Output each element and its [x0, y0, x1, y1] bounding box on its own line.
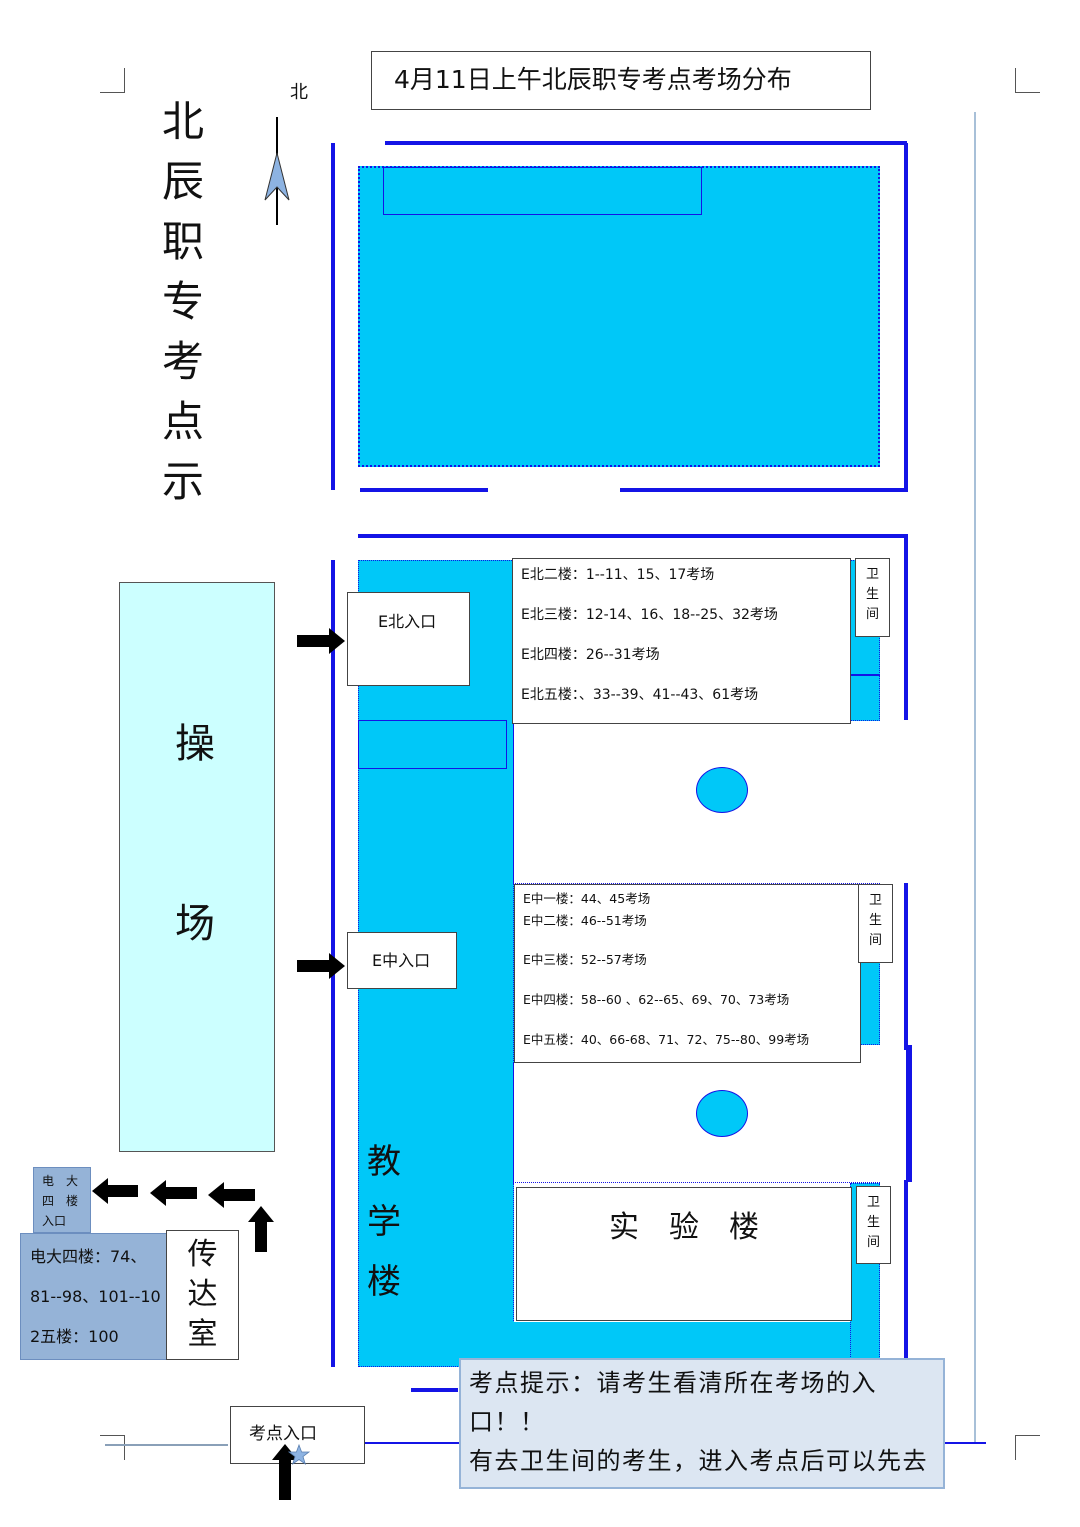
star-icon [288, 1444, 310, 1466]
teaching-building-label: 教 学 楼 [362, 1132, 406, 1312]
divider [850, 674, 880, 676]
label-char: 间 [866, 1235, 880, 1250]
wall [904, 883, 908, 1050]
side-title-char: 北 [161, 97, 204, 146]
label-line: 四 楼 [42, 1194, 79, 1208]
wall [331, 143, 335, 490]
label-line: 入口 [42, 1214, 67, 1228]
playground: 操 场 [119, 582, 275, 1152]
side-title-char: 职 [161, 217, 204, 266]
label-char: 操 [175, 721, 215, 767]
side-title: 北 辰 职 专 考 点 示 [158, 92, 208, 512]
floor-item: E北三楼：12-14、16、18--25、32考场 [521, 607, 778, 623]
restroom-lab: 卫生间 [856, 1186, 891, 1264]
label-line: 81--98、101--10 [30, 1287, 161, 1306]
restroom-north: 卫生间 [855, 558, 890, 637]
divider [513, 1062, 515, 1184]
page-title: 4月11日上午北辰职专考点考场分布 [371, 51, 871, 110]
wall [385, 141, 907, 145]
arrow-up-icon [248, 1206, 274, 1252]
wall [360, 488, 488, 492]
wall [411, 1388, 458, 1392]
boundary-line [974, 112, 976, 1442]
label-char: 卫 [866, 1195, 880, 1210]
arrow-right-icon [297, 628, 345, 654]
wall [620, 488, 908, 492]
label-char: 场 [175, 901, 215, 947]
e-middle-floor-list: E中一楼：44、45考场 E中二楼：46--51考场 E中三楼：52--57考场… [514, 884, 861, 1063]
floor-item: E北五楼：、33--39、41--43、61考场 [521, 687, 759, 703]
side-title-char: 辰 [161, 157, 204, 206]
label-char: 卫 [868, 893, 882, 908]
wall [358, 534, 908, 538]
label-char: 室 [187, 1317, 218, 1352]
floor-item: E中一楼：44、45考场 [523, 891, 651, 906]
crop-mark [1015, 1435, 1040, 1460]
restroom-middle: 卫生间 [858, 884, 893, 963]
e-middle-entrance: E中入口 [347, 932, 457, 989]
hint-box: 考点提示：请考生看清所在考场的入口！！ 有去卫生间的考生，进入考点后可以先去 [459, 1358, 945, 1489]
side-title-char: 示 [161, 457, 204, 506]
north-building-area [358, 166, 880, 467]
boundary-line [105, 1444, 228, 1446]
divider [513, 883, 880, 885]
side-title-char: 点 [161, 397, 204, 446]
north-arrow-icon [264, 117, 290, 225]
side-title-char: 考 [161, 337, 204, 386]
lab-building: 实 验 楼 [516, 1187, 852, 1321]
floor-item: E中五楼：40、66-68、71、72、75--80、99考场 [523, 1032, 810, 1047]
arrow-left-icon [208, 1182, 255, 1208]
floor-item: E中三楼：52--57考场 [523, 952, 647, 967]
dianda-entrance: 电 大 四 楼 入口 [33, 1167, 91, 1233]
crop-mark [100, 68, 125, 93]
label-char: 卫 [865, 567, 879, 582]
roundabout [696, 767, 748, 813]
floor-item: E中二楼：46--51考场 [523, 913, 647, 928]
label-char: 教 [367, 1142, 401, 1182]
label-char: 学 [367, 1202, 401, 1242]
label-char: 生 [868, 913, 882, 928]
arrow-left-icon [92, 1178, 138, 1204]
label-char: 楼 [367, 1262, 401, 1302]
roundabout [696, 1090, 748, 1137]
wall [904, 1180, 908, 1366]
label-char: 传 [187, 1237, 218, 1272]
label-line: 2五楼：100 [30, 1327, 119, 1346]
north-label: 北 [290, 82, 308, 103]
wall [904, 536, 908, 720]
side-title-char: 专 [161, 277, 204, 326]
crop-mark [1015, 68, 1040, 93]
crop-mark [100, 1435, 125, 1460]
wall [944, 1442, 986, 1444]
label-line: 电大四楼：74、 [30, 1247, 147, 1266]
floor-item: E北四楼：26--31考场 [521, 647, 660, 663]
label-char: 达 [187, 1277, 218, 1312]
arrow-up-icon [272, 1444, 298, 1500]
floor-item: E北二楼：1--11、15、17考场 [521, 567, 715, 583]
label-char: 间 [868, 933, 882, 948]
e-north-entrance: E北入口 [347, 592, 470, 686]
arrow-right-icon [297, 953, 345, 979]
wall [906, 1045, 912, 1182]
guard-room: 传 达 室 [166, 1230, 239, 1360]
arrow-left-icon [150, 1180, 197, 1206]
wall [365, 1442, 459, 1444]
wall [904, 143, 908, 491]
e-north-floor-list: E北二楼：1--11、15、17考场 E北三楼：12-14、16、18--25、… [512, 558, 851, 724]
hint-text: 有去卫生间的考生，进入考点后可以先去 [469, 1447, 928, 1475]
teaching-building-inner [358, 720, 507, 769]
hint-text: 考点提示：请考生看清所在考场的入口！！ [469, 1369, 877, 1436]
label-line: 电 大 [42, 1174, 79, 1188]
dianda-info: 电大四楼：74、 81--98、101--10 2五楼：100 [20, 1233, 167, 1360]
label-char: 生 [865, 587, 879, 602]
divider [513, 722, 515, 884]
label-char: 生 [866, 1215, 880, 1230]
divider [513, 1182, 880, 1184]
floor-item: E中四楼：58--60 、62--65、69、70、73考场 [523, 992, 790, 1007]
label-char: 间 [865, 607, 879, 622]
north-building-inner [383, 167, 702, 215]
